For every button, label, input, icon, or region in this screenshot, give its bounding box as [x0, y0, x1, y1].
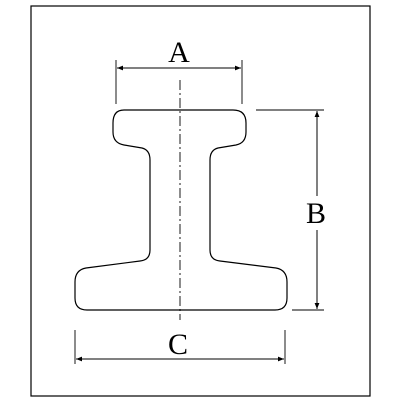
dimension-c: C [74, 328, 286, 364]
dimension-b-label: B [306, 197, 326, 230]
dimension-b-label-background [301, 196, 331, 230]
drawing-frame [30, 5, 371, 397]
dimension-c-label: C [168, 328, 188, 361]
dimension-a-label: A [168, 36, 190, 69]
dimension-b: B [256, 109, 331, 311]
rail-profile-outline [74, 109, 288, 311]
dimension-a: A [115, 36, 243, 104]
